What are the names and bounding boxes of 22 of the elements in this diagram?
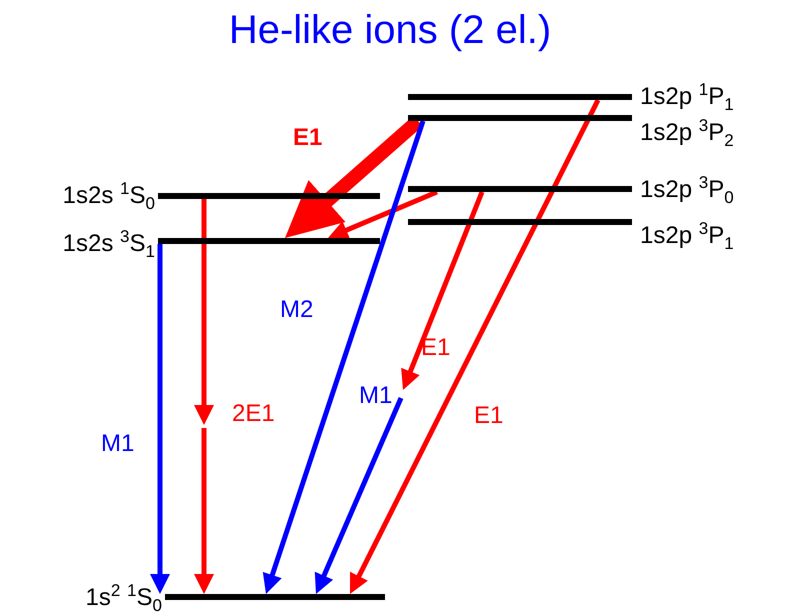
transition-label: M2 <box>279 296 314 324</box>
transition-label: E1 <box>292 124 324 152</box>
transition-label: E1 <box>473 402 504 430</box>
transition-arrow <box>194 199 214 425</box>
transition-arrow <box>350 98 600 594</box>
level-label: 1s2s $^{3}$S$_{1}$ <box>62 230 155 258</box>
transition-label: M1 <box>358 382 394 410</box>
transition-arrow <box>328 190 438 240</box>
level-label: 1s2s $^{1}$S$_{0}$ <box>62 182 155 210</box>
level-label: 1s2p $^{3}$P$_{2}$ <box>640 119 734 147</box>
diagram-title: He-like ions (2 el.) <box>228 8 552 53</box>
transition-label: M1 <box>100 430 136 458</box>
transition-arrow <box>262 120 426 594</box>
level-label: 1s2p $^{3}$P$_{1}$ <box>640 222 734 250</box>
transition-arrow <box>401 191 484 390</box>
level-label: 1s2p $^{3}$P$_{0}$ <box>640 176 734 204</box>
transition-label: 2E1 <box>231 400 276 428</box>
transition-arrow <box>150 244 170 594</box>
level-label: 1s$^{2}$ $^{1}$S$_{0}$ <box>86 584 162 612</box>
transition-arrow <box>314 397 404 594</box>
transition-arrow <box>194 428 214 594</box>
level-label: 1s2p $^{1}$P$_{1}$ <box>640 83 734 111</box>
